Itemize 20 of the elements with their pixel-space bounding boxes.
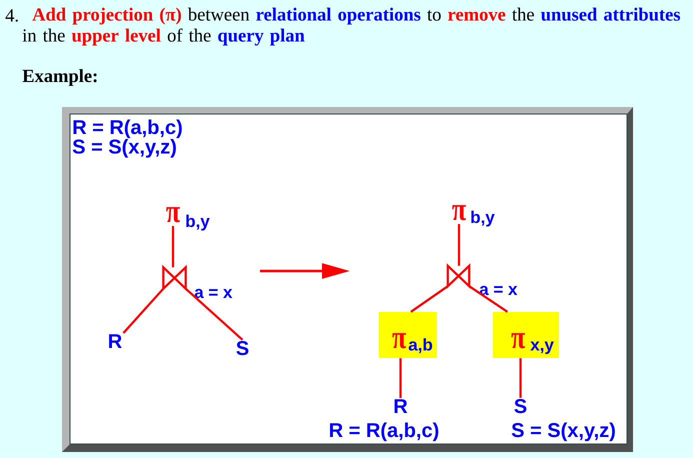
list-number: 4. xyxy=(6,9,18,22)
join-condition: a = x xyxy=(194,288,232,298)
relation-name: R xyxy=(394,399,408,413)
relation-name: S xyxy=(514,399,526,414)
tree-line xyxy=(519,358,522,398)
relation-name: R xyxy=(109,334,122,348)
tree-line xyxy=(122,288,164,334)
relation-definition: R = R(a,b,c) xyxy=(74,120,182,138)
relation-schema: S = S(x,y,z) xyxy=(512,422,615,442)
tree-line xyxy=(184,288,244,341)
tree-line xyxy=(468,285,508,313)
relation-definition: S = S(x,y,z) xyxy=(72,139,176,158)
heading: Example: xyxy=(22,69,97,86)
tree-line xyxy=(458,224,460,266)
relation-name: S xyxy=(236,341,248,356)
relation-schema: R = R(a,b,c) xyxy=(330,422,438,442)
tree-line xyxy=(410,285,448,313)
tree-line xyxy=(399,358,402,398)
tree-line xyxy=(172,226,174,268)
instruction-text: Add projection (π) between relational operations to remove the unused attributes in the upper level of the query plan xyxy=(22,8,680,46)
